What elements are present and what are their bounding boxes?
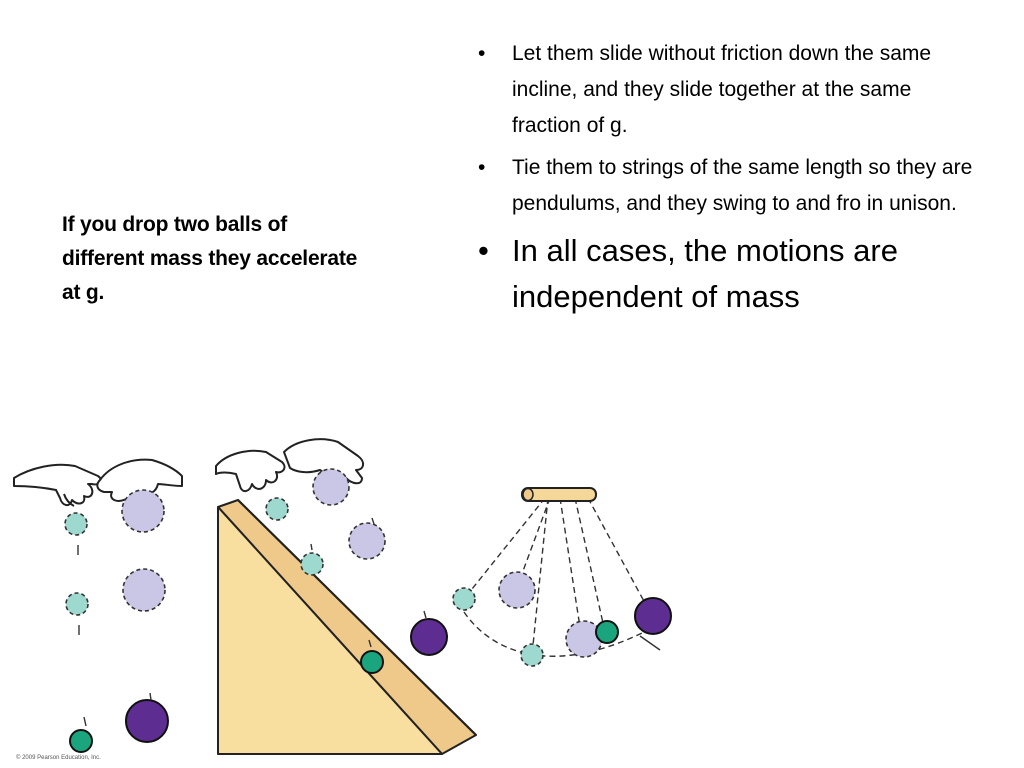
pendulum-strings bbox=[463, 497, 653, 656]
bullet-item-conclusion: • In all cases, the motions are independ… bbox=[478, 228, 978, 320]
falling-balls-figure bbox=[13, 458, 183, 753]
bullet-marker: • bbox=[478, 156, 486, 179]
bullet-marker: • bbox=[478, 42, 486, 65]
big-ball-solid bbox=[410, 618, 448, 656]
incline-figure bbox=[215, 438, 477, 755]
motion-lines bbox=[310, 517, 427, 648]
incline-right-hand-icon bbox=[283, 438, 364, 486]
big-ball-solid bbox=[125, 699, 169, 743]
big-ball-dashed bbox=[312, 468, 350, 506]
incline-block bbox=[217, 506, 443, 755]
small-ball-dashed bbox=[520, 643, 544, 667]
motion-lines bbox=[639, 635, 661, 651]
motion-lines bbox=[77, 545, 152, 727]
bullet-text: In all cases, the motions are independen… bbox=[512, 233, 898, 314]
big-ball-dashed bbox=[348, 522, 386, 560]
small-ball-solid bbox=[595, 620, 619, 644]
bullet-item-pendulum: • Tie them to strings of the same length… bbox=[478, 150, 978, 222]
big-ball-dashed bbox=[122, 568, 166, 612]
big-ball-dashed bbox=[121, 489, 165, 533]
incline-left-hand-icon bbox=[215, 449, 286, 492]
small-ball-dashed bbox=[265, 497, 289, 521]
left-caption: If you drop two balls of different mass … bbox=[62, 213, 358, 304]
left-hand-icon bbox=[13, 463, 102, 507]
bullet-item-incline: • Let them slide without friction down t… bbox=[478, 36, 978, 144]
small-ball-solid bbox=[69, 729, 93, 753]
small-ball-dashed bbox=[300, 552, 324, 576]
small-ball-dashed bbox=[452, 587, 476, 611]
bullet-marker: • bbox=[478, 233, 489, 268]
pendulum-support-bar bbox=[521, 487, 597, 502]
swing-arc bbox=[463, 611, 661, 657]
physics-illustration bbox=[13, 438, 672, 755]
pendulum-figure bbox=[452, 487, 672, 667]
bullet-text: Let them slide without friction down the… bbox=[512, 42, 932, 137]
small-ball-solid bbox=[360, 650, 384, 674]
small-ball-dashed bbox=[65, 592, 89, 616]
big-ball-solid bbox=[634, 597, 672, 635]
bullet-text: Tie them to strings of the same length s… bbox=[512, 156, 973, 215]
right-hand-icon bbox=[96, 458, 183, 502]
big-ball-dashed bbox=[498, 571, 536, 609]
small-ball-dashed bbox=[64, 512, 88, 536]
copyright-notice: © 2009 Pearson Education, Inc. bbox=[16, 755, 101, 761]
bullet-list: • Let them slide without friction down t… bbox=[478, 36, 978, 326]
